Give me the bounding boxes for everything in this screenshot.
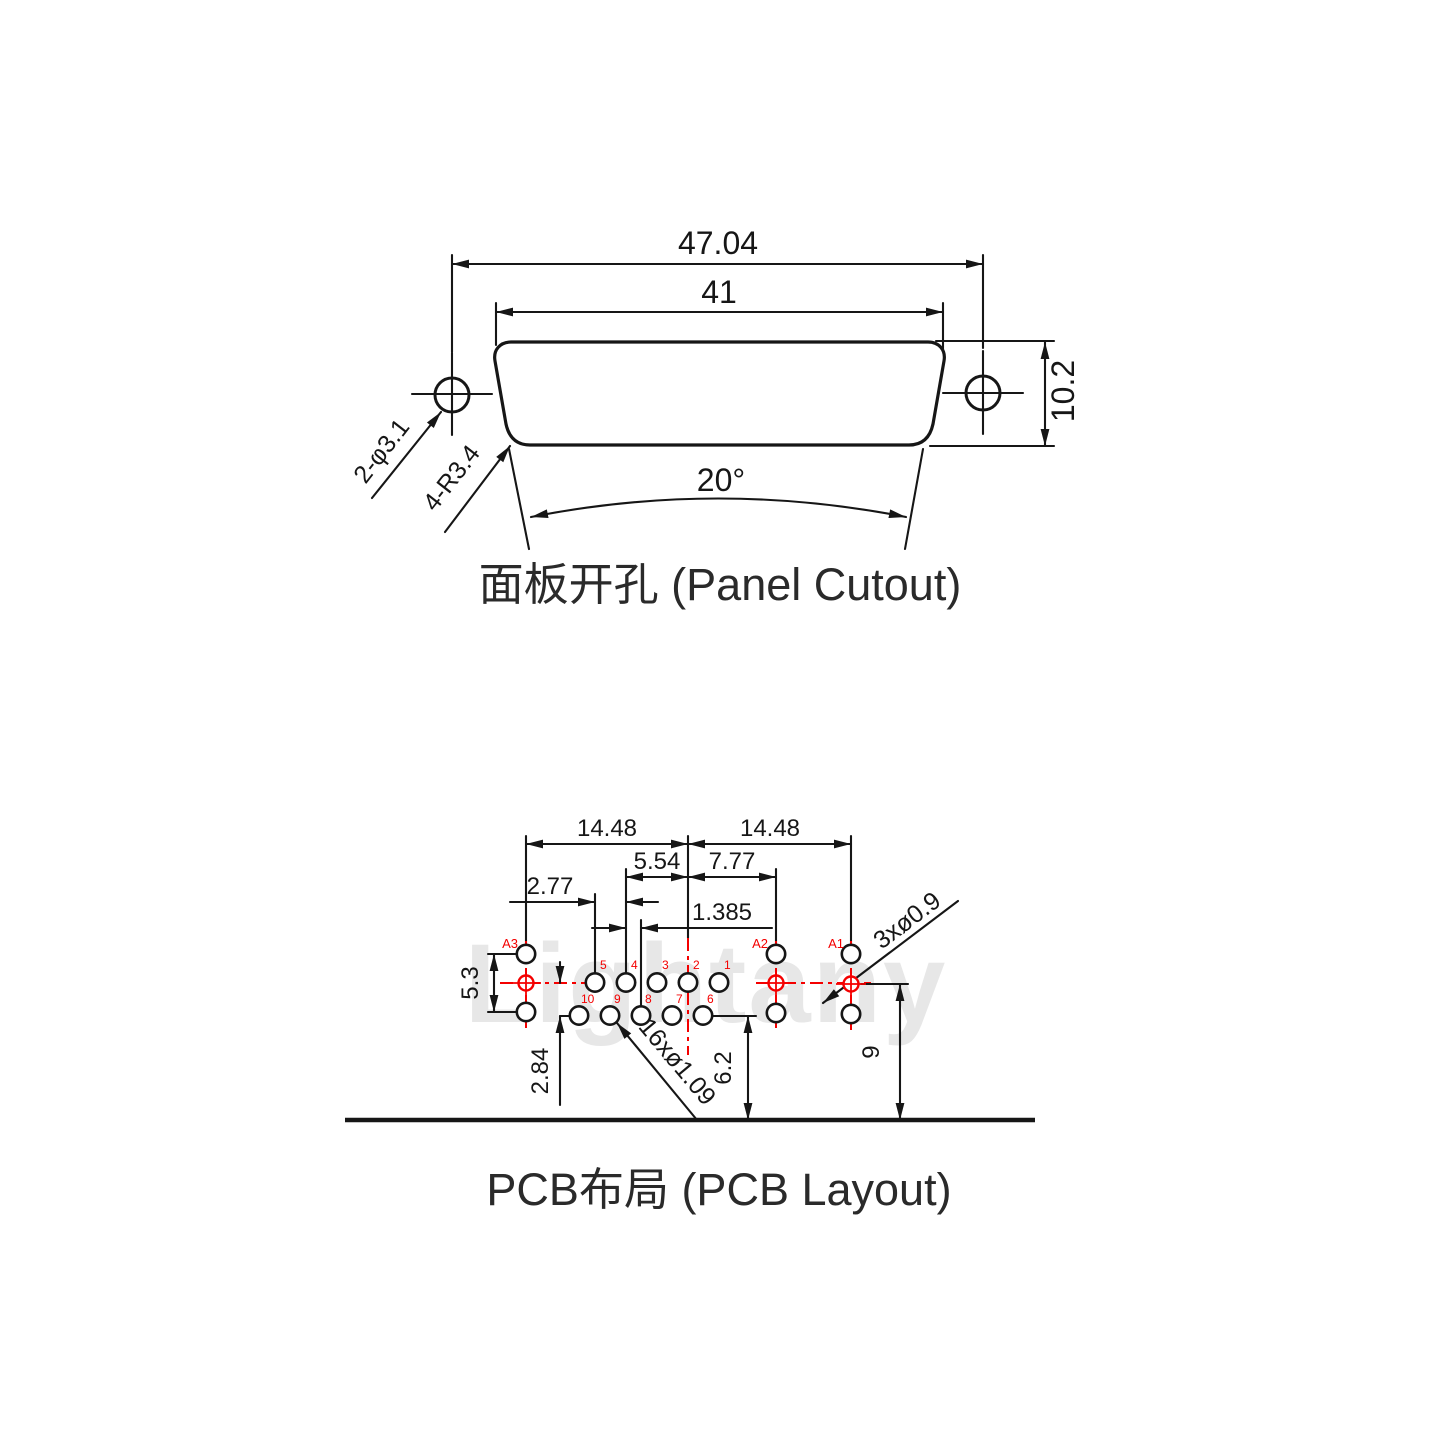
dim-text-5-3: 5.3 <box>457 966 484 999</box>
dim-text-14-48-right: 14.48 <box>740 815 800 842</box>
dim-6-2: 6.2 <box>710 1014 758 1122</box>
dim-10-2: 10.2 <box>928 339 1081 448</box>
dim-20-degree: 20° <box>507 447 925 551</box>
label-corner-radius: 4-R3.4 <box>418 440 512 534</box>
pin-label-a2: A2 <box>752 936 768 951</box>
dim-text-9: 9 <box>858 1045 885 1058</box>
pin-hole-4 <box>615 971 637 993</box>
pin-hole-9 <box>599 1004 621 1026</box>
dim-text-2-77: 2.77 <box>527 873 574 900</box>
signal-pins-upper: 5 4 3 2 1 <box>584 958 731 993</box>
extension-lines <box>524 834 853 1007</box>
pin-label-a3: A3 <box>502 936 518 951</box>
dim-text-14-48-left: 14.48 <box>577 815 637 842</box>
dim-7-77: 7.77 <box>686 848 778 882</box>
dim-5-54: 5.54 <box>624 848 690 882</box>
dim-text-1-385: 1.385 <box>692 899 752 926</box>
pin-label-5: 5 <box>600 958 607 972</box>
label-text-mount-holes: 2-φ3.1 <box>348 414 415 489</box>
pin-hole-5 <box>584 971 606 993</box>
panel-cutout-drawing: 47.04 41 10.2 <box>348 225 1081 610</box>
dim-text-10-2: 10.2 <box>1045 360 1081 422</box>
pin-hole-3 <box>646 971 668 993</box>
mount-hole-left <box>410 351 494 437</box>
pcb-layout-title: PCB布局 (PCB Layout) <box>486 1164 951 1215</box>
signal-pins-lower: 10 9 8 7 6 <box>568 992 714 1026</box>
dim-text-41: 41 <box>701 274 737 310</box>
dim-41: 41 <box>494 274 945 352</box>
pin-label-2: 2 <box>693 958 700 972</box>
dim-text-7-77: 7.77 <box>709 848 756 875</box>
label-mount-holes: 2-φ3.1 <box>348 410 443 500</box>
pin-label-8: 8 <box>645 992 652 1006</box>
pin-label-9: 9 <box>614 992 621 1006</box>
dim-14-48-left: 14.48 <box>524 815 690 849</box>
coax-pin-a3: A3 <box>502 936 541 1023</box>
pin-label-7: 7 <box>676 992 683 1006</box>
label-text-corner-radius: 4-R3.4 <box>418 440 486 516</box>
cutout-outline <box>493 340 946 447</box>
pin-hole-6 <box>692 1004 714 1026</box>
dim-1-385: 1.385 <box>590 899 774 933</box>
dim-14-48-right: 14.48 <box>686 815 853 849</box>
pin-label-3: 3 <box>662 958 669 972</box>
pcb-layout-drawing: 14.48 14.48 5.54 7.77 2.77 1.385 <box>345 815 1035 1215</box>
dim-5-3: 5.3 <box>457 952 519 1014</box>
pin-hole-7 <box>661 1004 683 1026</box>
pin-label-4: 4 <box>631 958 638 972</box>
pin-hole-10 <box>568 1004 590 1026</box>
dim-text-6-2: 6.2 <box>710 1051 737 1084</box>
pin-hole-8 <box>630 1004 652 1026</box>
panel-cutout-title: 面板开孔 (Panel Cutout) <box>479 559 962 610</box>
coax-pin-a2: A2 <box>752 936 791 1024</box>
pin-hole-1 <box>708 971 730 993</box>
pin-label-10: 10 <box>581 992 595 1006</box>
dim-text-5-54: 5.54 <box>634 848 681 875</box>
dim-2-77: 2.77 <box>508 873 660 907</box>
pin-label-6: 6 <box>707 992 714 1006</box>
pin-label-a1: A1 <box>828 936 844 951</box>
dim-text-47-04: 47.04 <box>678 225 758 261</box>
dim-47-04: 47.04 <box>450 225 985 354</box>
pin-hole-2 <box>677 971 699 993</box>
dim-9: 9 <box>858 982 910 1122</box>
mount-hole-right <box>941 349 1025 436</box>
coax-pin-a1: A1 <box>828 936 866 1025</box>
pin-label-1: 1 <box>724 958 731 972</box>
dim-text-2-84: 2.84 <box>527 1048 554 1095</box>
dim-text-20deg: 20° <box>697 462 745 498</box>
